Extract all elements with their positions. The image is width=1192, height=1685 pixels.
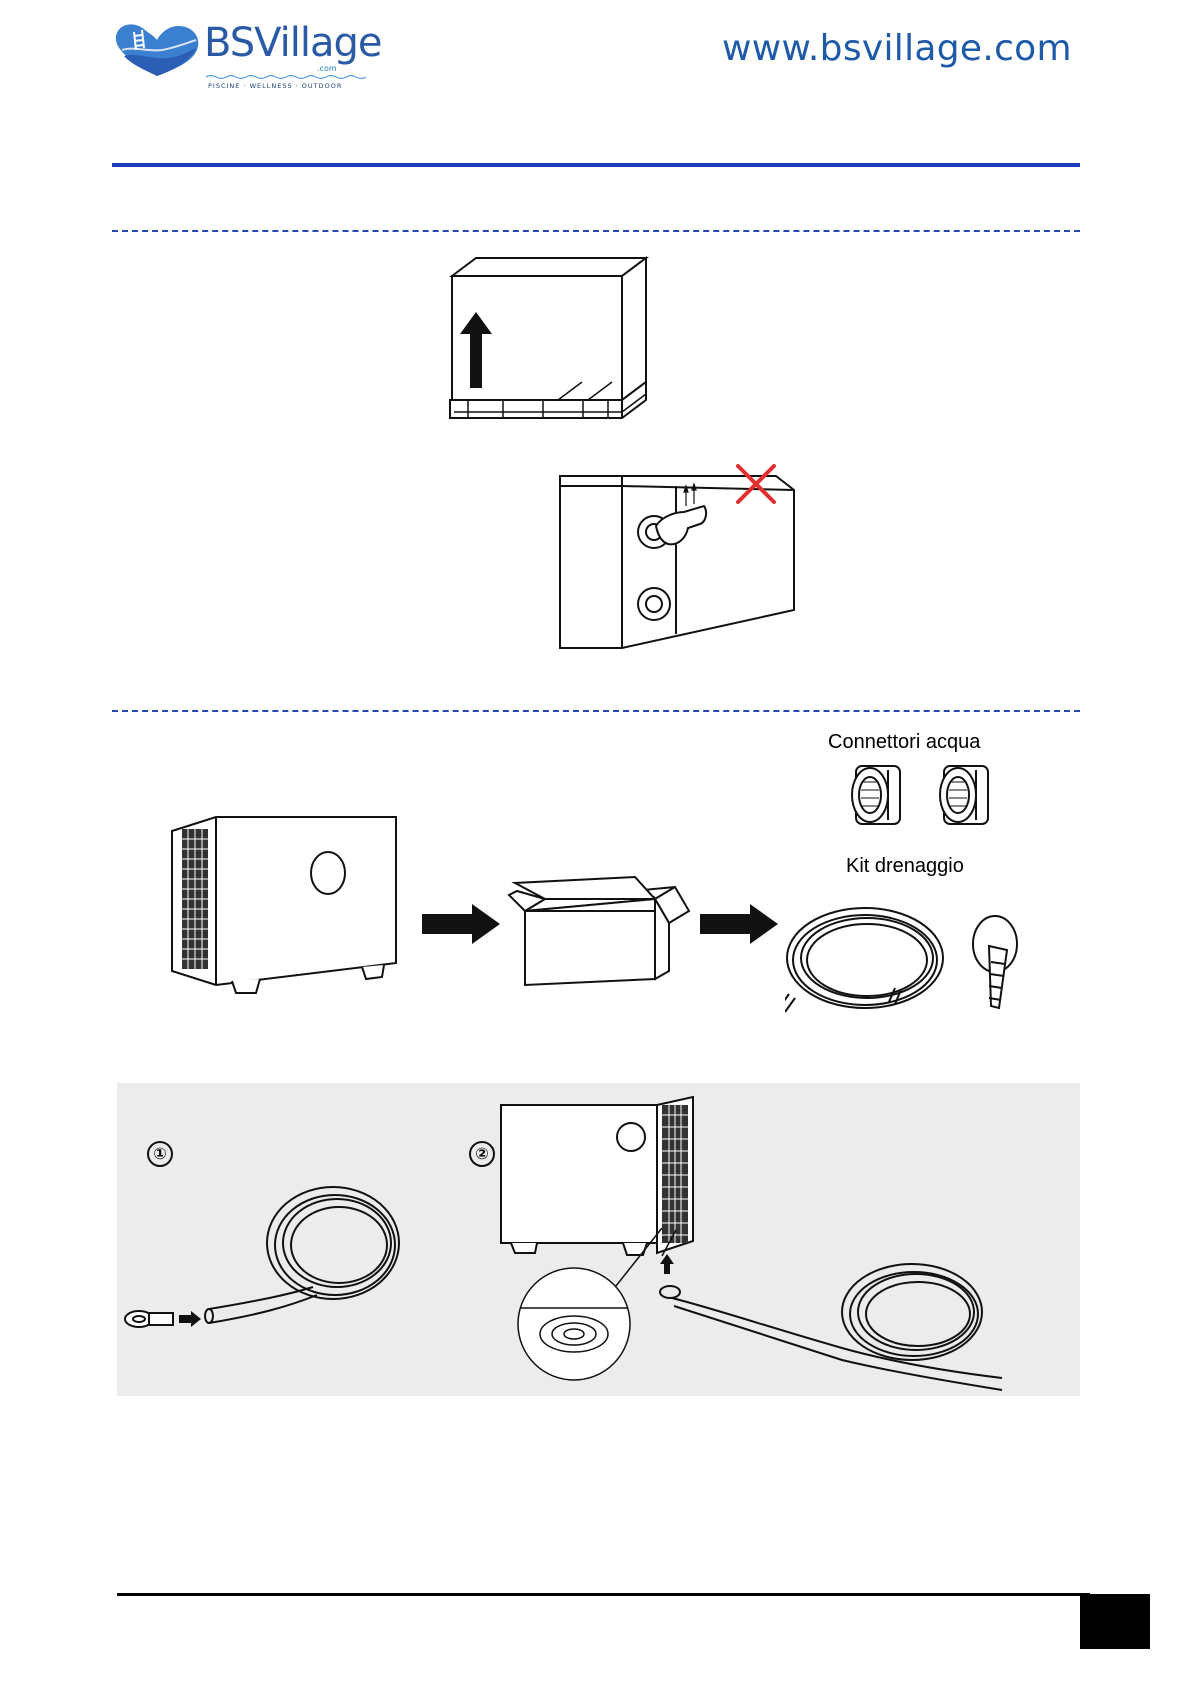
step-1-attach-hose-illustration <box>117 1183 427 1373</box>
logo-com: .com <box>317 64 337 73</box>
do-not-lift-by-pipes-illustration <box>558 462 808 652</box>
drain-hose-icon <box>785 908 943 1012</box>
section-divider-2 <box>112 710 1080 712</box>
drain-installation-panel: ① ② <box>117 1083 1080 1396</box>
footer-divider <box>117 1593 1090 1596</box>
page-number-box <box>1080 1594 1150 1649</box>
right-arrow-icon <box>179 1311 201 1327</box>
right-arrow-icon <box>422 904 500 944</box>
section-divider-1 <box>112 230 1080 232</box>
packed-unit-upright-illustration <box>448 254 658 434</box>
water-connector-icon <box>852 766 900 824</box>
drain-connector-icon <box>125 1311 173 1327</box>
header: BSVillage .com PISCINE · WELLNESS · OUTD… <box>0 0 1192 170</box>
water-connectors-illustration <box>840 762 1010 832</box>
drain-kit-label: Kit drenaggio <box>846 855 964 878</box>
logo-wordmark: BSVillage <box>204 20 381 66</box>
wave-line-icon <box>206 74 366 80</box>
step-2-marker: ② <box>469 1141 495 1167</box>
website-url[interactable]: www.bsvillage.com <box>722 28 1072 69</box>
header-divider <box>112 163 1080 167</box>
open-box-illustration <box>505 875 695 995</box>
right-arrow-icon <box>700 904 778 944</box>
brand-logo: BSVillage .com PISCINE · WELLNESS · OUTD… <box>112 20 372 86</box>
step-2-hose-connected-illustration <box>652 1248 1012 1398</box>
water-connector-icon <box>940 766 988 824</box>
up-arrow-icon <box>660 1254 674 1274</box>
drain-connector-icon <box>973 916 1017 1008</box>
step-1-marker: ① <box>147 1141 173 1167</box>
logo-tagline: PISCINE · WELLNESS · OUTDOOR <box>208 82 342 90</box>
heat-pump-unit-illustration <box>170 815 400 1005</box>
drain-kit-illustration <box>785 898 1035 1038</box>
heart-logo-icon <box>112 22 202 78</box>
water-connectors-label: Connettori acqua <box>828 731 980 754</box>
